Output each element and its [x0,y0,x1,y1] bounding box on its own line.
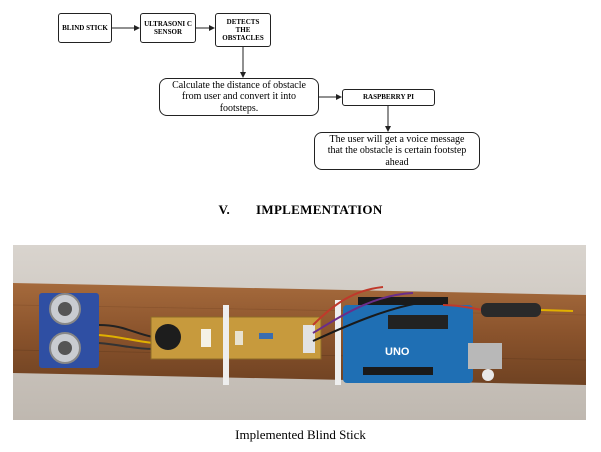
box-blind-stick: BLIND STICK [58,13,112,43]
arduino-label: UNO [385,346,410,358]
box-ultrasonic-sensor: ULTRASONI C SENSOR [140,13,196,43]
section-heading: V. IMPLEMENTATION [0,202,601,218]
flowchart: BLIND STICK ULTRASONI C SENSOR DETECTS T… [0,0,601,180]
box-detects-obstacles: DETECTS THE OBSTACLES [215,13,271,47]
flowchart-arrows [112,25,391,132]
zip-tie-left [223,305,229,385]
box-raspberry-pi: RASPBERRY PI [342,89,435,106]
buzzer [155,324,181,350]
blind-stick-illustration: UNO [13,245,586,420]
section-title: IMPLEMENTATION [256,202,383,217]
zip-tie-right [335,300,341,385]
blind-stick-photo: UNO [13,245,586,420]
box-calculate-distance: Calculate the distance of obstacle from … [159,78,319,116]
section-number: V. [218,202,231,217]
box-voice-message: The user will get a voice message that t… [314,132,480,170]
figure-caption: Implemented Blind Stick [235,427,366,442]
power-connector [481,303,541,317]
